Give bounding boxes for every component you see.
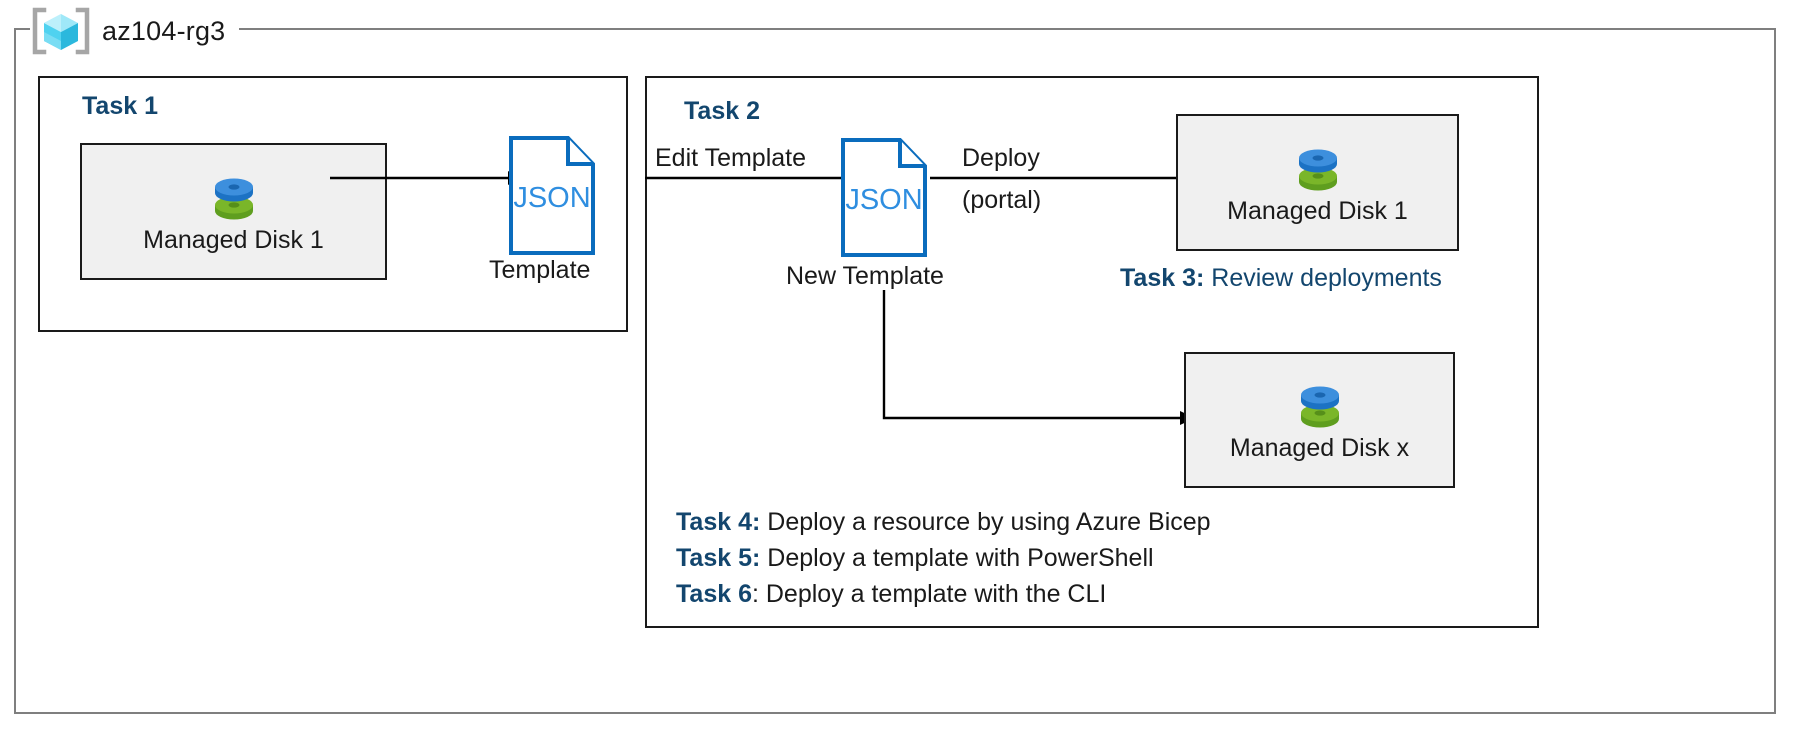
json-document-icon: JSON: [840, 137, 928, 258]
managed-disk-x-label: Managed Disk x: [1229, 434, 1410, 463]
task-4-item: Task 4: Deploy a resource by using Azure…: [676, 504, 1211, 540]
new-template-caption: New Template: [786, 262, 944, 290]
deploy-label: Deploy: [962, 144, 1040, 172]
arrow-edit-template: [645, 160, 855, 196]
managed-disk-1-deployed-label: Managed Disk 1: [1227, 196, 1408, 225]
managed-disk-icon: [205, 169, 263, 225]
task-2-heading: Task 2: [684, 97, 760, 125]
resource-group-frame: [14, 28, 1776, 714]
task-1-container: [38, 76, 628, 332]
task-4-description: Deploy a resource by using Azure Bicep: [767, 508, 1211, 536]
task-2-container: [645, 76, 1539, 628]
task-5-item: Task 5: Deploy a template with PowerShel…: [676, 540, 1211, 576]
arrow-deploy-secondary: [880, 290, 1195, 430]
azure-resource-group-icon: [30, 6, 92, 56]
template-caption: Template: [489, 256, 591, 284]
managed-disk-icon: [1289, 140, 1347, 196]
task-6-description: : Deploy a template with the CLI: [751, 580, 1107, 608]
edit-template-label: Edit Template: [655, 144, 807, 172]
arrow-disk-to-template: [330, 160, 520, 196]
task-3-key: Task 3:: [1120, 264, 1205, 292]
task-1-heading: Task 1: [82, 92, 158, 120]
managed-disk-1-deployed-card: Managed Disk 1: [1176, 114, 1459, 251]
managed-disk-icon: [1291, 377, 1349, 433]
task-6-item: Task 6: Deploy a template with the CLI: [676, 576, 1211, 612]
task-list: Task 4: Deploy a resource by using Azure…: [676, 504, 1211, 612]
managed-disk-1-label: Managed Disk 1: [143, 225, 324, 254]
resource-group-title: az104-rg3: [30, 7, 240, 55]
task-6-key: Task 6: [676, 580, 752, 608]
deploy-portal-label: (portal): [962, 186, 1042, 214]
json-document-icon: JSON: [508, 135, 596, 256]
svg-text:JSON: JSON: [513, 182, 590, 214]
task-5-description: Deploy a template with PowerShell: [767, 544, 1154, 572]
svg-text:JSON: JSON: [845, 184, 922, 216]
task-3-description: Review deployments: [1211, 264, 1442, 292]
managed-disk-x-card: Managed Disk x: [1184, 352, 1455, 488]
arrow-deploy-portal: [930, 160, 1190, 196]
task-3-callout: Task 3: Review deployments: [1120, 264, 1442, 293]
task-4-key: Task 4:: [676, 508, 761, 536]
task-5-key: Task 5:: [676, 544, 761, 572]
managed-disk-1-card: Managed Disk 1: [80, 143, 387, 280]
resource-group-name: az104-rg3: [102, 15, 226, 46]
